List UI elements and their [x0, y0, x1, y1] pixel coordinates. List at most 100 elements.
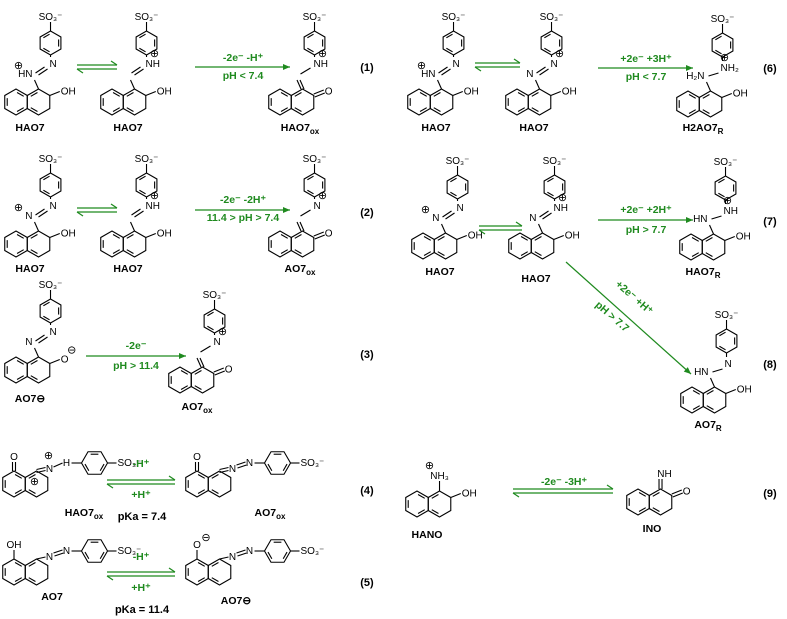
negative-charge: ⊖: [67, 345, 76, 357]
sulfonate-group: SO₃⁻: [301, 546, 325, 557]
nitrogen-atom: NH: [146, 201, 160, 212]
nitrogen-atom: N: [529, 213, 536, 224]
sulfonate-group: SO₃⁻: [303, 12, 327, 23]
reaction-1-arrow: [195, 64, 290, 70]
structure-label: HAO7: [15, 122, 44, 134]
oxygen-group: OH: [157, 229, 172, 240]
oxygen-group: O: [10, 452, 18, 463]
ao7-structure: OH NN SO₃⁻: [2, 539, 142, 586]
nitrogen-atom: N: [25, 337, 32, 348]
positive-charge: ⊕: [558, 192, 567, 204]
sulfonate-group: SO₃⁻: [135, 12, 159, 23]
equilibrium-arrow: [106, 567, 176, 581]
nitrogen-atom: N: [246, 458, 253, 469]
sulfonate-group: SO₃⁻: [714, 157, 738, 168]
sulfonate-group: SO₃⁻: [135, 154, 159, 165]
reaction-condition: +H⁺: [131, 489, 151, 501]
reaction-8-arrow: [565, 261, 692, 375]
sulfonate-group: SO₃⁻: [442, 12, 466, 23]
positive-charge: ⊕: [218, 326, 227, 338]
sulfonate-group: SO₃⁻: [118, 546, 142, 557]
reaction-number: (9): [763, 488, 777, 500]
oxygen-group: OH: [562, 87, 577, 98]
structure-label: AO7⊖: [15, 393, 46, 405]
sulfonate-group: SO₃⁻: [39, 154, 63, 165]
positive-charge: ⊕: [318, 48, 327, 60]
sulfonate-group: SO₃⁻: [715, 310, 739, 321]
reaction-2-arrow: [195, 207, 290, 213]
nitrogen-atom: NH: [554, 203, 568, 214]
hao7-structure: N NH⊕ SO₃⁻ OH: [508, 156, 580, 260]
hano-structure: NH₃⊕OH: [405, 460, 477, 518]
positive-charge: ⊕: [555, 48, 564, 60]
oxygen-group: OH: [7, 540, 22, 551]
structure-label: HAO7: [425, 266, 454, 278]
reaction-condition: +2e⁻ +2H⁺: [620, 204, 672, 216]
positive-charge: ⊕: [720, 52, 729, 64]
reaction-7-arrow: [598, 217, 693, 223]
nitrogen-atom: N: [46, 552, 53, 563]
nitrogen-atom: N: [63, 546, 70, 557]
positive-charge: ⊕: [14, 202, 23, 214]
reaction-condition: +2e⁻ +H⁺: [613, 278, 656, 317]
structure-label: AO7ox: [285, 263, 316, 277]
nitrogen-atom: N: [229, 464, 236, 475]
reaction-number: (6): [763, 63, 777, 75]
nitrogen-atom: HN: [18, 69, 32, 80]
nitrogen-atom: N: [50, 59, 57, 70]
positive-charge: ⊕: [150, 190, 159, 202]
reaction-condition: +2e⁻ +3H⁺: [620, 53, 672, 65]
structure-label: HAO7: [113, 122, 142, 134]
nitrogen-atom: N: [214, 337, 221, 348]
reaction-number: (1): [360, 62, 374, 74]
hao7-structure: NN⊕SO₃⁻OH: [505, 12, 577, 116]
oxygen-group: OH: [157, 87, 172, 98]
reaction-3-arrow: [86, 353, 186, 359]
sulfonate-group: SO₃⁻: [118, 458, 142, 469]
equilibrium-arrow: [512, 484, 614, 498]
sulfonate-group: SO₃⁻: [543, 156, 567, 167]
ao7ox-structure: N⊕ SO₃⁻ O: [168, 290, 233, 394]
structure-label: AO7R: [694, 419, 722, 433]
reaction-condition: -H⁺: [133, 458, 150, 470]
structure-label: HAO7ox: [65, 507, 104, 521]
nitrogen-atom: NH: [724, 206, 738, 217]
carbonyl-group: O: [683, 487, 691, 498]
structure-label: H2AO7R: [683, 122, 724, 136]
reaction-number: (3): [360, 349, 374, 361]
nitrogen-atom: N: [50, 201, 57, 212]
oxygen-group: O: [225, 365, 233, 376]
oxygen-group: O: [61, 355, 69, 366]
oxygen-group: O: [325, 229, 333, 240]
pka-value: pKa = 11.4: [115, 604, 170, 616]
structure-label: HAO7: [519, 122, 548, 134]
structure-label: HANO: [412, 529, 443, 541]
hao7-azo-structure: NH⊕SO₃⁻OH: [100, 12, 172, 116]
nitrogen-atom: H₂N: [686, 71, 704, 82]
nitrogen-atom: N: [246, 546, 253, 557]
positive-charge: ⊕: [723, 195, 732, 207]
sulfonate-group: SO₃⁻: [39, 280, 63, 291]
hao7ox-structure: NH⊕SO₃⁻O: [268, 12, 333, 116]
positive-charge: ⊕: [150, 48, 159, 60]
oxygen-group: OH: [464, 87, 479, 98]
sulfonate-group: SO₃⁻: [711, 14, 735, 25]
structure-label: HAO7: [521, 273, 550, 285]
reaction-condition: pH > 7.7: [626, 224, 667, 236]
structure-label: AO7: [41, 591, 63, 603]
negative-charge: ⊖: [201, 532, 210, 544]
sulfonate-group: SO₃⁻: [203, 290, 227, 301]
hydroxyl-group: OH: [737, 385, 752, 396]
hydroxyl-group: OH: [736, 232, 751, 243]
positive-charge: ⊕: [421, 204, 430, 216]
hydroxyl-group: OH: [462, 489, 477, 500]
oxygen-group: OH: [565, 231, 580, 242]
reaction-condition: -2e⁻ -2H⁺: [220, 194, 267, 206]
